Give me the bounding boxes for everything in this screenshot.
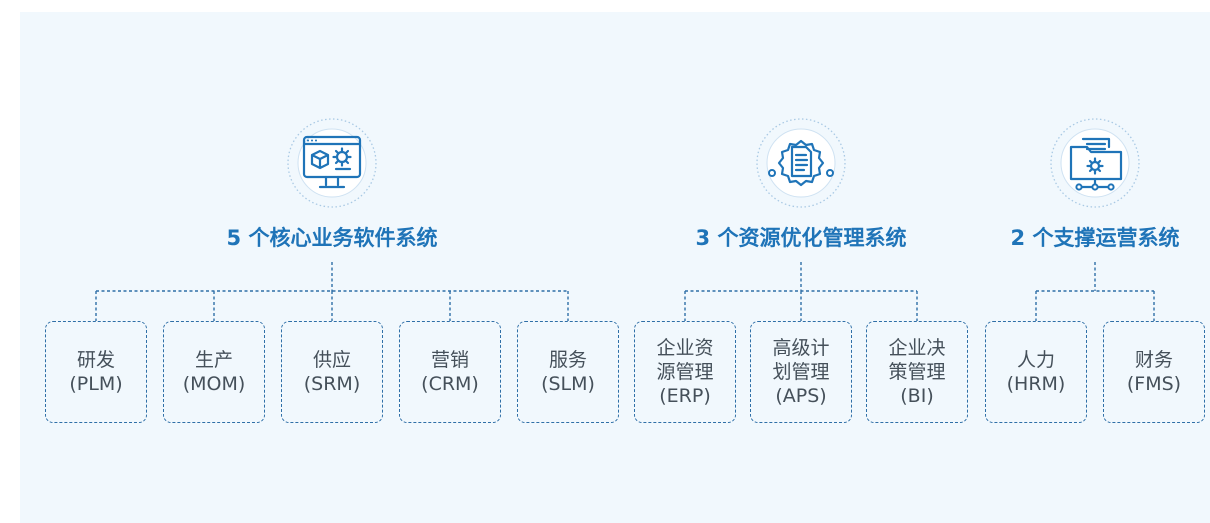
system-code: (CRM) (421, 373, 479, 395)
group-title-core-business: 5 个核心业务软件系统 (226, 226, 438, 250)
group-title-resource-optimization: 3 个资源优化管理系统 (695, 226, 907, 250)
system-name-line2: 源管理 (656, 361, 714, 383)
system-name: 研发 (76, 349, 115, 371)
system-code: (FMS) (1126, 373, 1182, 395)
system-name-line1: 高级计 (772, 337, 830, 359)
system-name: 人力 (1016, 349, 1055, 371)
diagram-background (20, 12, 1210, 523)
system-name: 供应 (312, 349, 351, 371)
connector-group-3 (1035, 262, 1155, 321)
system-code: (HRM) (1006, 373, 1066, 395)
system-box-crm: 营销 (CRM) (399, 321, 501, 423)
system-code: (APS) (775, 385, 827, 407)
system-box-bi: 企业决 策管理 (BI) (866, 321, 968, 423)
system-box-srm: 供应 (SRM) (281, 321, 383, 423)
system-box-aps: 高级计 划管理 (APS) (750, 321, 852, 423)
system-code: (BI) (900, 385, 934, 407)
system-code: (PLM) (69, 373, 123, 395)
system-box-erp: 企业资 源管理 (ERP) (634, 321, 736, 423)
system-box-slm: 服务 (SLM) (517, 321, 619, 423)
system-box-mom: 生产 (MOM) (163, 321, 265, 423)
system-name-line1: 企业资 (656, 337, 714, 359)
system-name: 服务 (548, 349, 587, 371)
system-code: (SRM) (303, 373, 361, 395)
system-name-line1: 企业决 (888, 337, 946, 359)
folder-settings-icon (1049, 117, 1141, 209)
system-name-line2: 策管理 (888, 361, 946, 383)
system-name: 生产 (194, 349, 233, 371)
system-box-hrm: 人力 (HRM) (985, 321, 1087, 423)
system-name-line2: 划管理 (772, 361, 830, 383)
connector-group-2 (684, 262, 918, 321)
system-code: (MOM) (182, 373, 246, 395)
connector-group-1 (95, 262, 569, 321)
document-gear-icon (755, 117, 847, 209)
monitor-settings-icon (286, 117, 378, 209)
system-box-fms: 财务 (FMS) (1103, 321, 1205, 423)
system-name: 财务 (1134, 349, 1173, 371)
system-code: (ERP) (659, 385, 711, 407)
system-name: 营销 (430, 349, 469, 371)
system-box-plm: 研发 (PLM) (45, 321, 147, 423)
group-title-operations-support: 2 个支撑运营系统 (1010, 226, 1180, 250)
system-code: (SLM) (541, 373, 595, 395)
